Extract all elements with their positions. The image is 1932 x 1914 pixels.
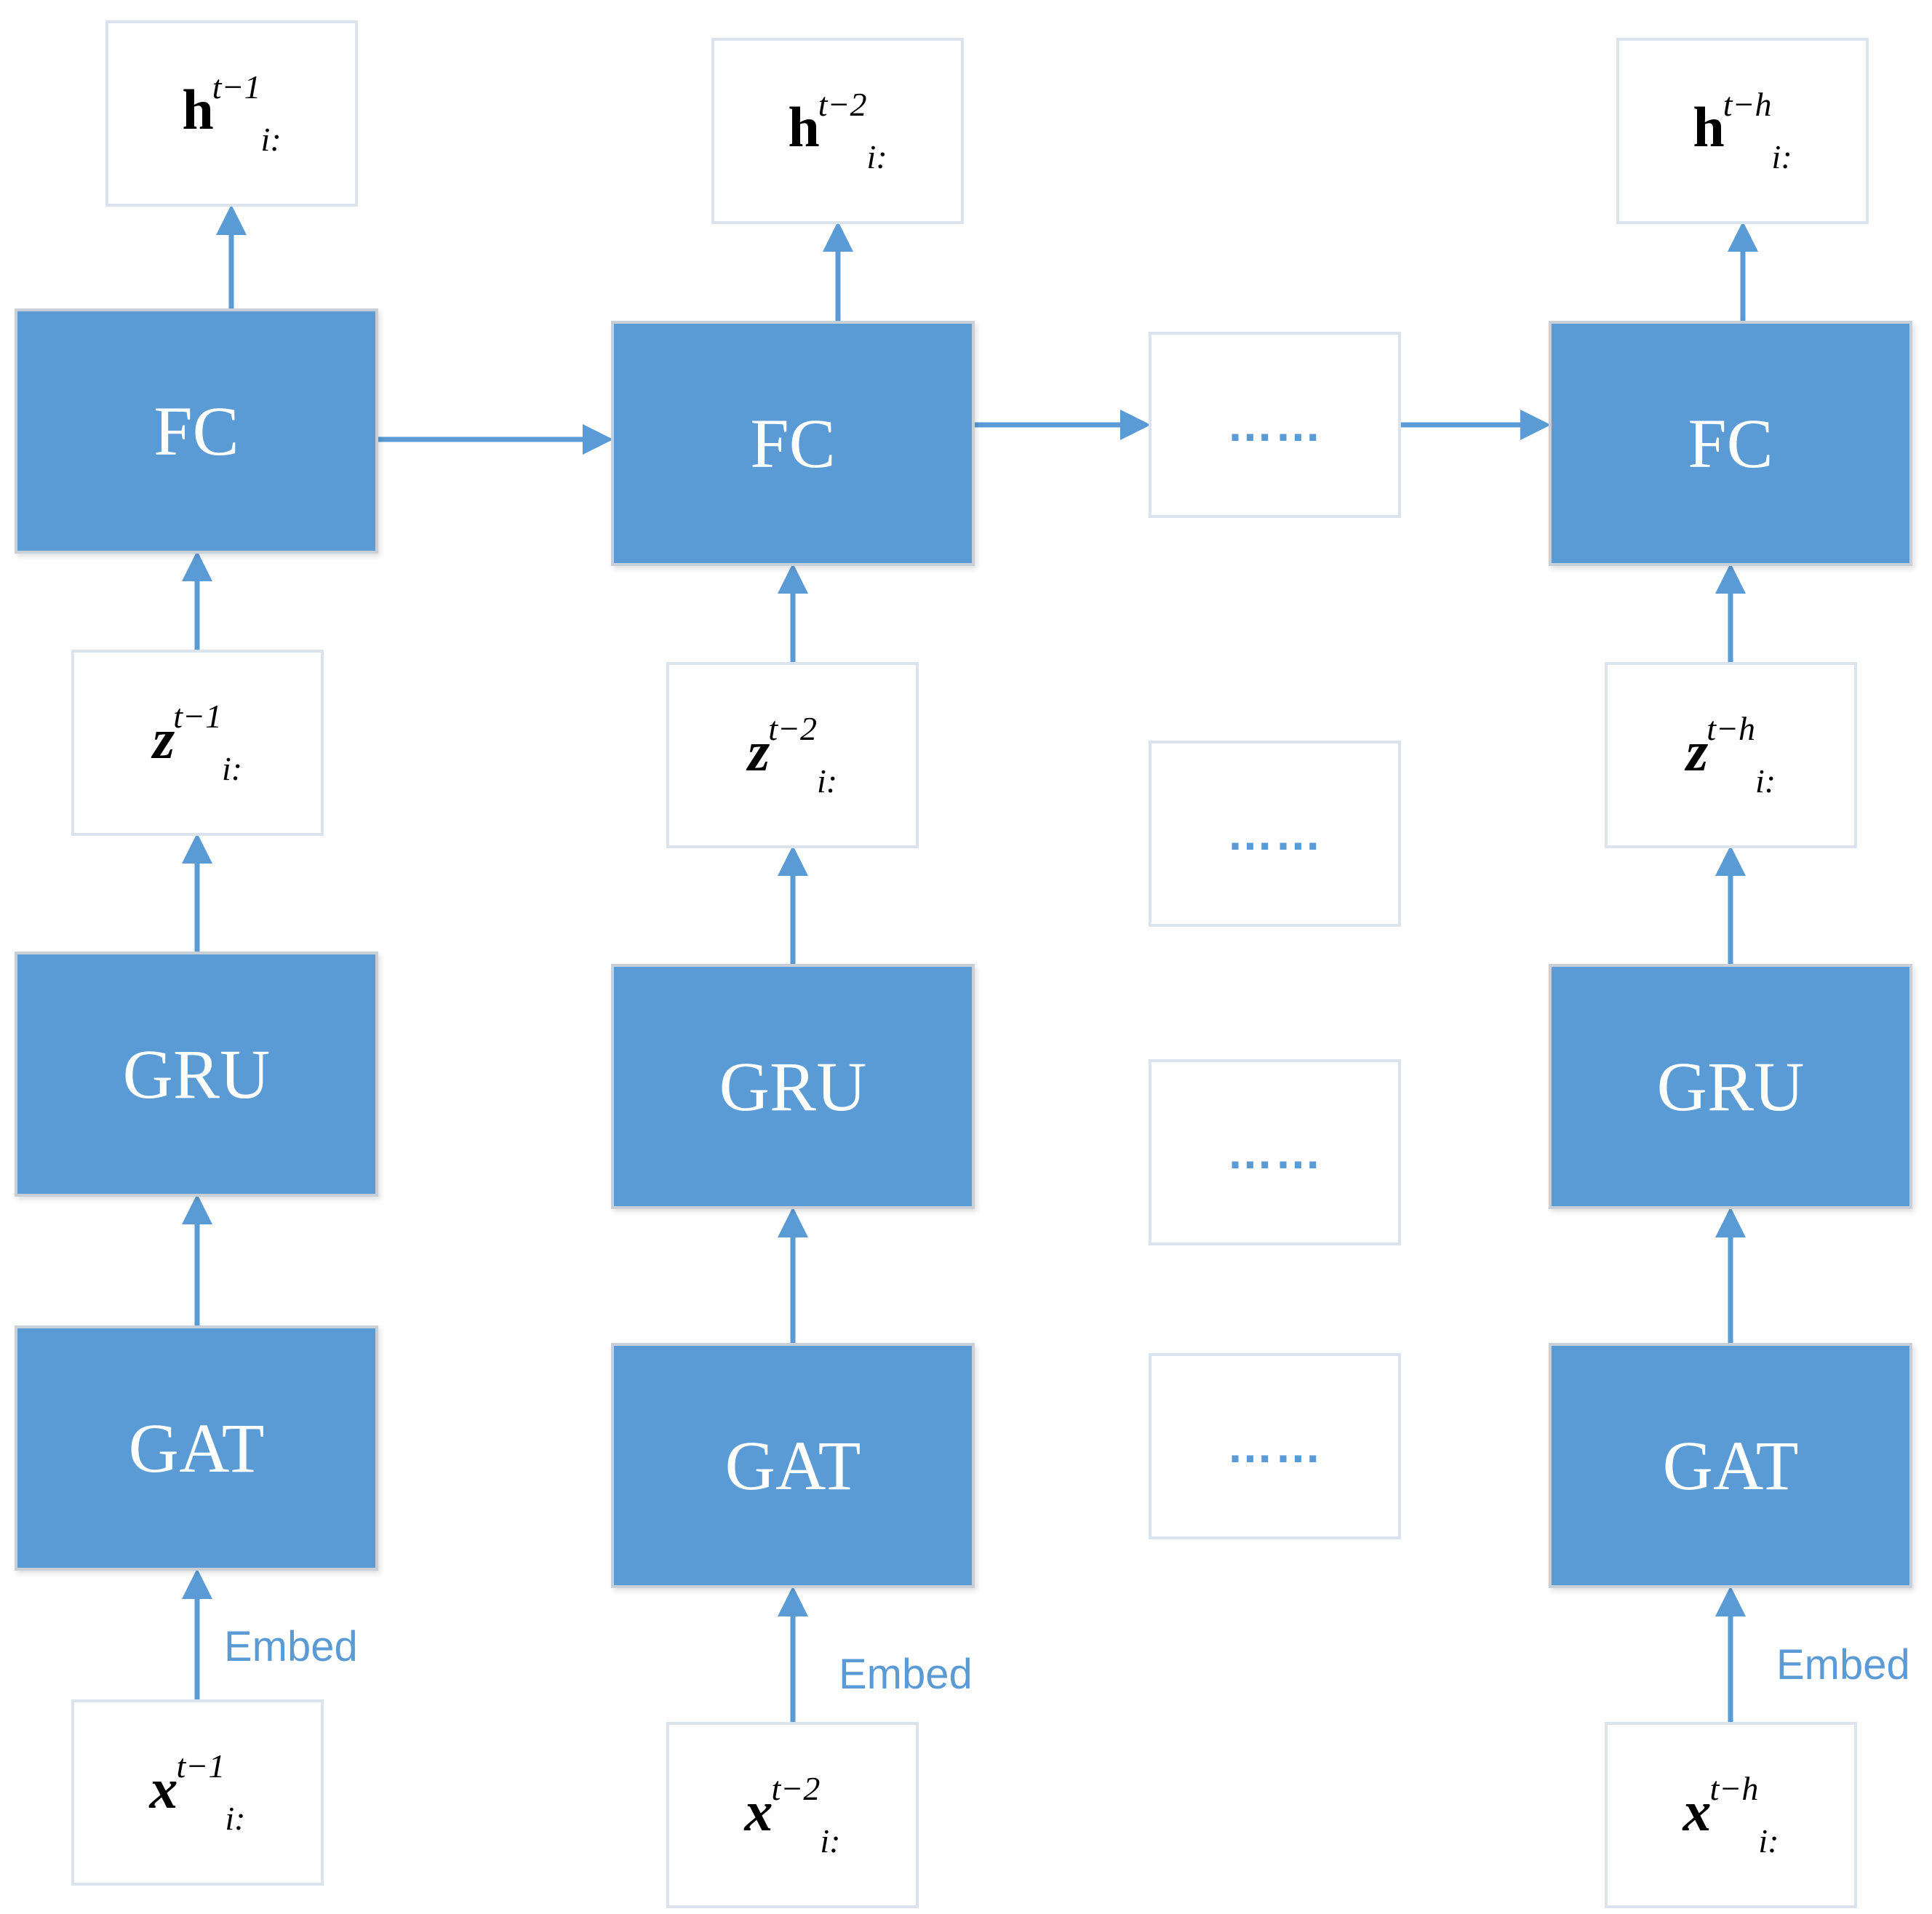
ellipsis-dots-4: …… xyxy=(1226,1420,1323,1472)
embed-label-2: Embed xyxy=(839,1651,973,1698)
latent-box-2: zt−2i: xyxy=(666,662,919,848)
gat-block-1: GAT xyxy=(15,1325,378,1571)
gru-block-3: GRU xyxy=(1549,964,1912,1209)
gru-block-1: GRU xyxy=(15,952,378,1197)
output-h-1: ht−1i: xyxy=(182,68,282,158)
ellipsis-dots-3: …… xyxy=(1226,1126,1323,1179)
fc-block-3: FC xyxy=(1549,321,1912,566)
input-x-3: xt−hi: xyxy=(1682,1770,1779,1859)
gat-block-2: GAT xyxy=(611,1343,975,1588)
ellipsis-box-4: …… xyxy=(1149,1353,1401,1539)
output-box-1: ht−1i: xyxy=(105,20,358,207)
fc-block-1: FC xyxy=(15,308,378,554)
output-h-3: ht−hi: xyxy=(1693,86,1792,175)
output-box-3: ht−hi: xyxy=(1616,38,1869,224)
latent-z-1: zt−1i: xyxy=(152,698,243,787)
input-box-3: xt−hi: xyxy=(1605,1722,1857,1908)
ellipsis-box-3: …… xyxy=(1149,1059,1401,1245)
input-box-1: xt−1i: xyxy=(71,1699,324,1886)
gru-block-2: GRU xyxy=(611,964,975,1209)
input-x-1: xt−1i: xyxy=(149,1747,246,1837)
latent-z-3: zt−hi: xyxy=(1685,710,1776,800)
fc-block-2: FC xyxy=(611,321,975,566)
input-x-2: xt−2i: xyxy=(744,1770,841,1859)
ellipsis-dots-2: …… xyxy=(1226,808,1323,860)
ellipsis-dots-1: …… xyxy=(1226,399,1323,451)
latent-z-2: zt−2i: xyxy=(747,710,838,800)
embed-label-1: Embed xyxy=(224,1623,358,1670)
output-h-2: ht−2i: xyxy=(788,86,887,175)
ellipsis-box-1: …… xyxy=(1149,332,1401,518)
output-box-2: ht−2i: xyxy=(711,38,964,224)
latent-box-3: zt−hi: xyxy=(1605,662,1857,848)
latent-box-1: zt−1i: xyxy=(71,650,324,836)
ellipsis-box-2: …… xyxy=(1149,741,1401,927)
embed-label-3: Embed xyxy=(1776,1641,1910,1688)
input-box-2: xt−2i: xyxy=(666,1722,919,1908)
gat-block-3: GAT xyxy=(1549,1343,1912,1588)
